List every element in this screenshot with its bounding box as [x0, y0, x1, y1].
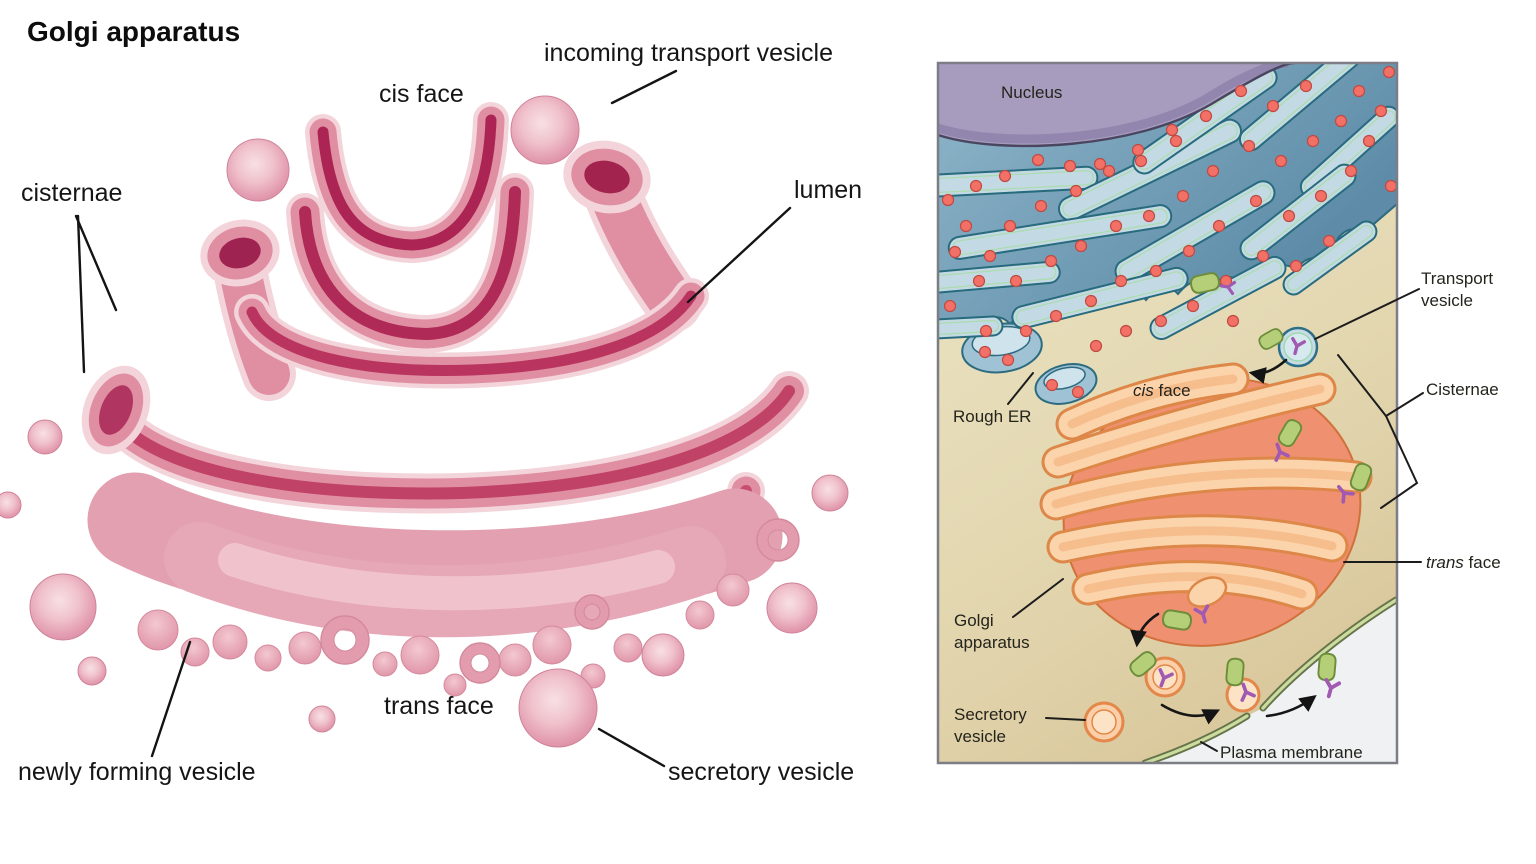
- label-incoming-transport-vesicle: incoming transport vesicle: [544, 39, 834, 67]
- cis-rest: face: [1153, 381, 1191, 400]
- secretory-vesicle-left: [518, 668, 598, 748]
- membrane-proteins-green: [1129, 272, 1373, 687]
- label-plasma-membrane: Plasma membrane: [1220, 743, 1363, 762]
- transport-line1: Transport: [1421, 269, 1494, 288]
- cis-italic: cis: [1133, 381, 1154, 400]
- extracellular-space: [1145, 600, 1397, 763]
- golgi-cisternae: [1039, 362, 1373, 611]
- label-secretory-vesicle-right: Secretory vesicle: [954, 704, 1027, 748]
- cisternae-tube-openings: [200, 140, 651, 287]
- free-vesicles: [0, 138, 849, 733]
- golgi-3d-illustration: [0, 69, 849, 768]
- label-newly-forming-vesicle: newly forming vesicle: [18, 758, 256, 786]
- trans-italic: trans: [1426, 553, 1464, 572]
- right-leader-lines: [1007, 288, 1424, 752]
- label-cisternae-right: Cisternae: [1426, 380, 1499, 399]
- label-cisternae: cisternae: [21, 179, 123, 207]
- nucleus: [938, 63, 1296, 148]
- label-trans-face: trans face: [384, 692, 494, 720]
- label-rough-er: Rough ER: [953, 407, 1032, 426]
- cisterna-left-opening: [81, 365, 151, 455]
- label-nucleus: Nucleus: [1001, 83, 1063, 102]
- ribosomes: [941, 65, 1397, 399]
- panel-border: [936, 61, 1399, 765]
- secretory-line2: vesicle: [954, 727, 1006, 746]
- budding-vesicles: [137, 518, 800, 697]
- label-trans-face-right: trans face: [1426, 552, 1501, 574]
- golgi-line1: Golgi: [954, 611, 994, 630]
- pathway-arrows: [1130, 358, 1317, 725]
- trans-rest: face: [1463, 553, 1501, 572]
- label-cis-face-right: cis face: [1133, 380, 1191, 402]
- golgi-line2: apparatus: [954, 633, 1030, 652]
- label-golgi-apparatus-right: Golgi apparatus: [954, 610, 1030, 654]
- plasma-membrane: [1141, 596, 1397, 763]
- cell-section-panel: [936, 61, 1424, 765]
- trans-network-mass: [87, 472, 783, 638]
- label-secretory-vesicle: secretory vesicle: [668, 758, 855, 786]
- label-lumen: lumen: [794, 176, 863, 204]
- transport-line2: vesicle: [1421, 291, 1473, 310]
- page-title: Golgi apparatus: [27, 16, 241, 47]
- cisternae-stack: [98, 102, 809, 584]
- incoming-transport-vesicle: [510, 95, 580, 165]
- label-transport-vesicle: Transport vesicle: [1421, 268, 1493, 312]
- glycoproteins-purple: [1158, 280, 1355, 702]
- secretory-line1: Secretory: [954, 705, 1027, 724]
- left-leader-lines: [74, 69, 792, 768]
- label-cis-face: cis face: [379, 80, 464, 108]
